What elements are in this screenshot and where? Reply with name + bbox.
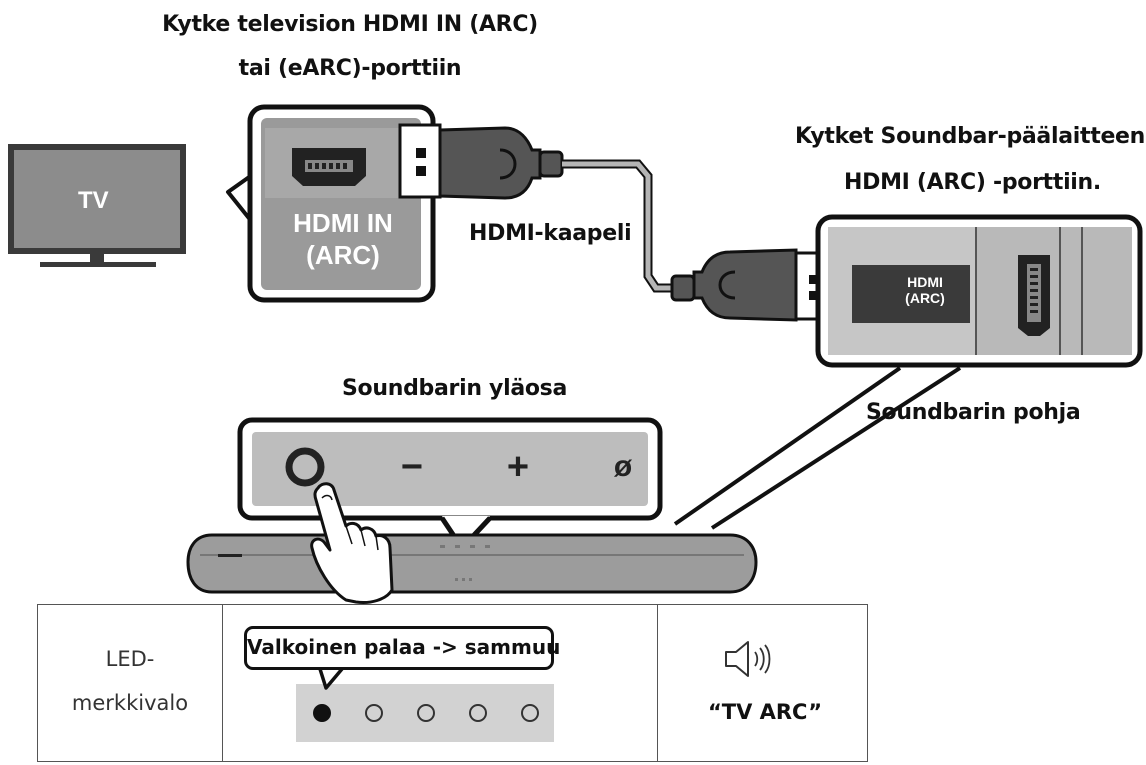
- hdmi-plug-tv-side: [398, 123, 564, 200]
- led-indicator-3: [417, 704, 435, 722]
- table-divider: [222, 605, 223, 761]
- tv-label: TV: [78, 187, 109, 214]
- soundbar-port-label: HDMI (ARC): [880, 274, 970, 306]
- soundbar-port-label-line1: HDMI: [907, 274, 943, 290]
- soundbar-port-label-line2: (ARC): [905, 290, 945, 306]
- led-row: [296, 684, 554, 742]
- led-status-bubble: Valkoinen palaa -> sammuu: [244, 626, 560, 670]
- tv-port-label: HDMI IN (ARC): [268, 207, 418, 271]
- audio-feedback-text: “TV ARC”: [707, 700, 823, 724]
- finger-press-icon: [310, 482, 394, 604]
- led-indicator-5: [521, 704, 539, 722]
- soundbar-body: [186, 533, 758, 594]
- led-indicator-table: LED- merkkivalo: [37, 604, 868, 762]
- soundbar-bottom-caption: Soundbarin pohja: [866, 400, 1081, 425]
- soundbar-hdmi-panel: [815, 214, 1143, 368]
- led-label: LED- merkkivalo: [38, 637, 222, 725]
- soundbar-port-caption-line2: HDMI (ARC) -porttiin.: [844, 170, 1101, 195]
- tv-port-label-line2: (ARC): [306, 240, 380, 270]
- led-label-line2: merkkivalo: [71, 691, 189, 715]
- table-divider: [657, 605, 658, 761]
- soundbar-port-caption-line1: Kytket Soundbar-päälaitteen: [795, 124, 1146, 149]
- power-button[interactable]: [285, 447, 325, 487]
- tv-port-label-line1: HDMI IN: [293, 208, 393, 238]
- speaker-icon: [725, 641, 771, 677]
- tv-port-caption-line1: Kytke television HDMI IN (ARC): [162, 12, 538, 37]
- volume-down-button[interactable]: −: [400, 446, 424, 488]
- led-indicator-1: [313, 704, 331, 722]
- volume-up-button[interactable]: +: [506, 446, 530, 488]
- led-indicator-2: [365, 704, 383, 722]
- tv-hdmi-panel: [247, 104, 436, 303]
- led-indicator-4: [469, 704, 487, 722]
- led-label-line1: LED-: [105, 647, 155, 671]
- soundbar-top-caption: Soundbarin yläosa: [342, 376, 568, 401]
- tv-port-caption-line2: tai (eARC)-porttiin: [238, 56, 462, 81]
- tv-icon: [8, 144, 186, 267]
- hdmi-plug-soundbar-side: [670, 248, 834, 322]
- cable-label: HDMI-kaapeli: [469, 221, 632, 246]
- mute-button[interactable]: ø: [613, 450, 633, 483]
